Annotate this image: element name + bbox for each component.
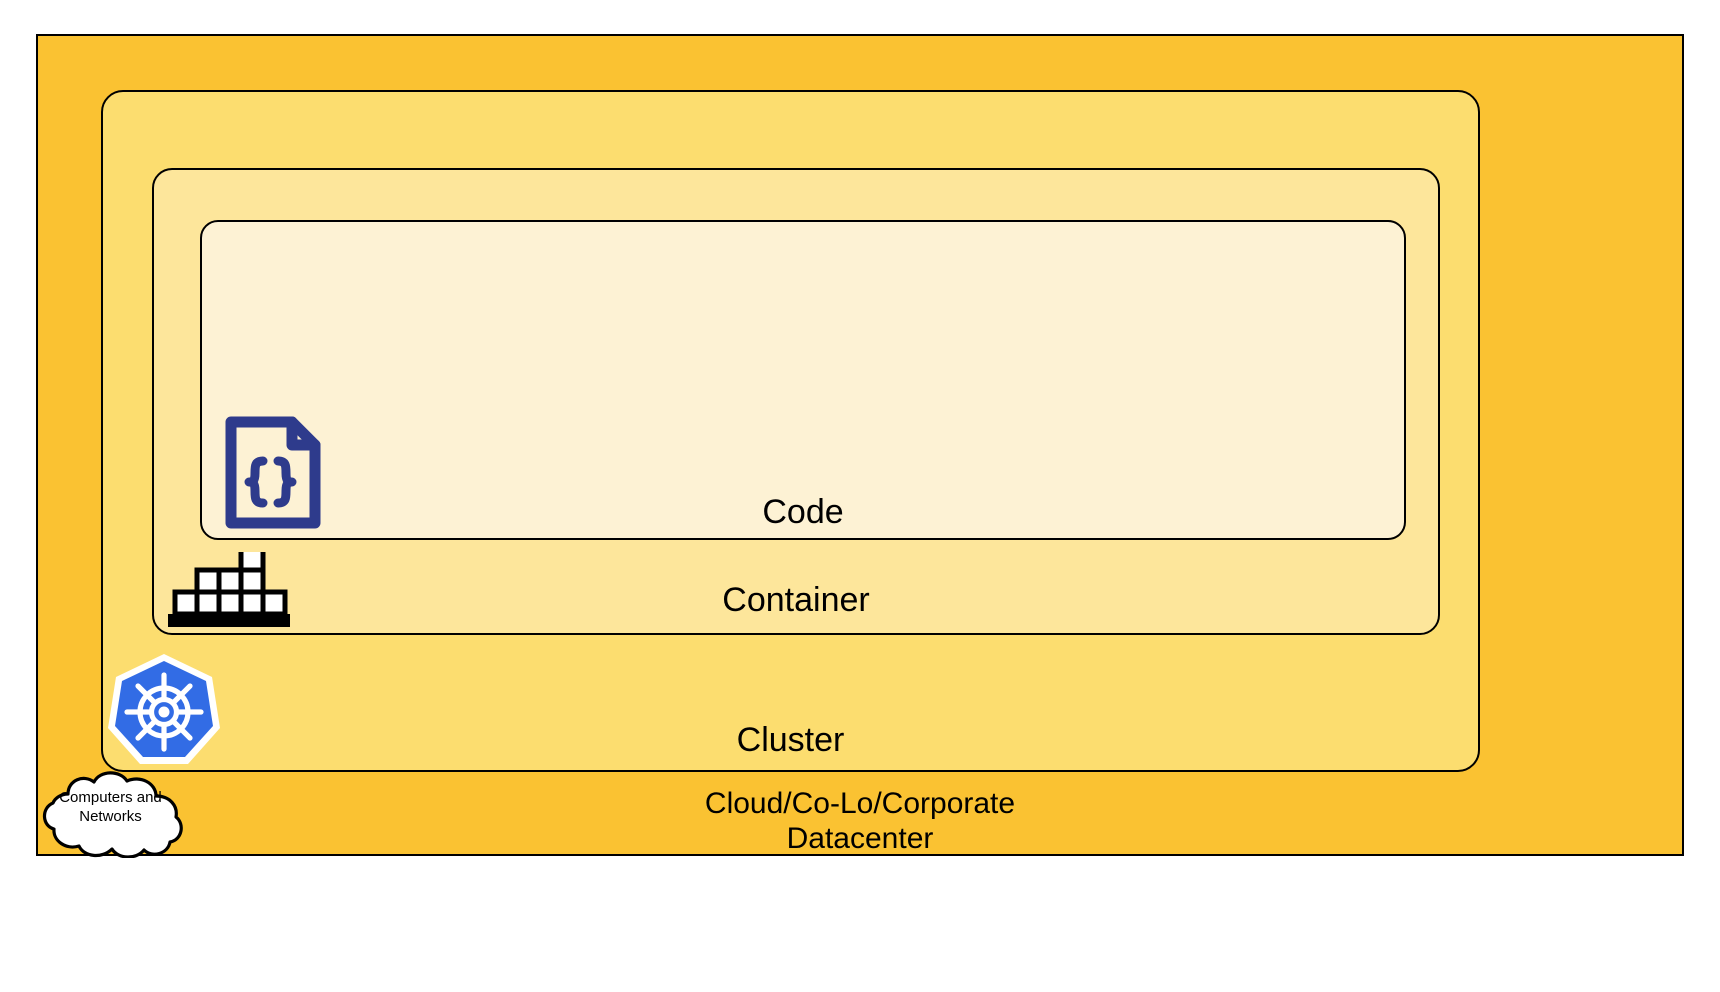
layer-label-container: Container — [722, 581, 870, 619]
layer-label-datacenter: Cloud/Co-Lo/Corporate Datacenter — [704, 787, 1016, 856]
layer-box-code — [200, 220, 1406, 540]
layer-label-cluster: Cluster — [736, 721, 845, 759]
layer-label-code: Code — [762, 493, 844, 531]
kubernetes-icon — [108, 652, 220, 766]
code-file-icon — [222, 413, 324, 532]
cloud-shape — [28, 770, 193, 859]
container-boxes-icon — [168, 545, 290, 627]
